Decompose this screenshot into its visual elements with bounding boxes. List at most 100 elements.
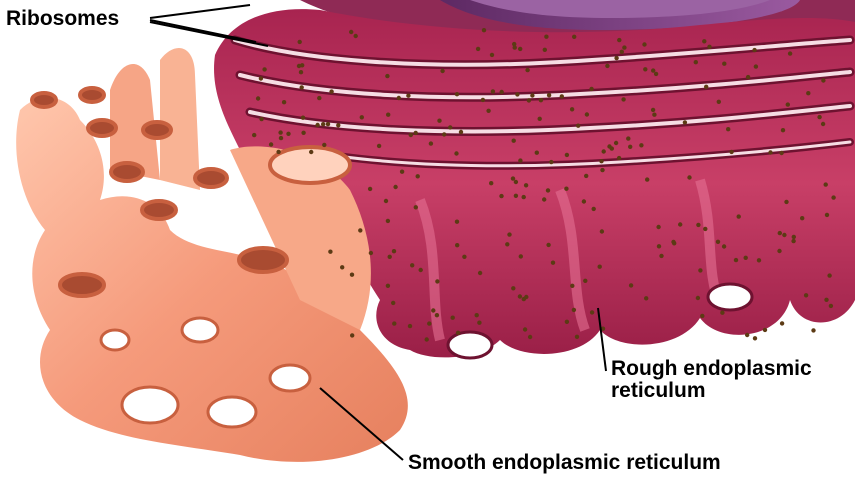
ribosome-dot	[831, 195, 835, 199]
ribosome-dot	[535, 151, 539, 155]
ribosome-dot	[435, 313, 439, 317]
ribosome-dot	[757, 258, 761, 262]
ribosome-dot	[614, 56, 618, 60]
ribosome-dot	[645, 177, 649, 181]
ribosome-dot	[804, 293, 808, 297]
ribosome-dot	[440, 69, 444, 73]
ribosome-dot	[322, 143, 326, 147]
ribosome-dot	[475, 313, 479, 317]
ribosome-dot	[671, 240, 675, 244]
ribosome-dot	[622, 45, 626, 49]
ribosome-dot	[384, 199, 388, 203]
ribosomes-leader-line-1	[150, 5, 250, 18]
ribosome-dot	[546, 243, 550, 247]
ribosome-dot	[560, 94, 564, 98]
ribosome-dot	[696, 223, 700, 227]
smooth-er-label: Smooth endoplasmic reticulum	[408, 452, 721, 474]
ribosome-dot	[547, 93, 551, 97]
ribosome-dot	[543, 48, 547, 52]
ribosome-dot	[252, 133, 256, 137]
ribosome-dot	[716, 240, 720, 244]
ribosome-dot	[538, 117, 542, 121]
ribosome-dot	[256, 96, 260, 100]
ribosome-dot	[435, 279, 439, 283]
ribosome-dot	[737, 214, 741, 218]
ribosome-dot	[565, 153, 569, 157]
ribosome-dot	[519, 254, 523, 258]
ribosome-dot	[786, 102, 790, 106]
ribosome-dot	[617, 156, 621, 160]
ribosome-dot	[752, 48, 756, 52]
ribosome-dot	[425, 337, 429, 341]
ribosome-dot	[683, 120, 687, 124]
ribosome-dot	[315, 123, 319, 127]
ribosome-dot	[584, 174, 588, 178]
ribosome-dot	[592, 207, 596, 211]
ribosome-dot	[753, 336, 757, 340]
ribosome-dot	[763, 328, 767, 332]
ribosome-dot	[409, 133, 413, 137]
ribosome-dot	[576, 124, 580, 128]
ribosome-dot	[602, 149, 606, 153]
ribosome-dot	[628, 145, 632, 149]
ribosome-dot	[385, 74, 389, 78]
ribosome-dot	[657, 244, 661, 248]
ribosome-dot	[590, 310, 594, 314]
ribosome-dot	[455, 243, 459, 247]
ribosome-dot	[518, 47, 522, 51]
ribosome-dot	[726, 127, 730, 131]
ribosome-dot	[704, 85, 708, 89]
ribosome-dot	[326, 122, 330, 126]
ribosome-dot	[336, 123, 340, 127]
ribosome-dot	[654, 72, 658, 76]
ribosome-dot	[564, 187, 568, 191]
ribosome-dot	[397, 96, 401, 100]
ribosome-dot	[505, 242, 509, 246]
ribosome-dot	[734, 258, 738, 262]
ribosome-dot	[360, 115, 364, 119]
ribosome-dot	[620, 50, 624, 54]
ribosome-dot	[358, 228, 362, 232]
ribosome-dot	[784, 200, 788, 204]
ribosome-dot	[600, 168, 604, 172]
ribosome-dot	[530, 93, 534, 97]
ribosome-dot	[643, 67, 647, 71]
ribosome-dot	[431, 308, 435, 312]
ribosome-dot	[513, 45, 517, 49]
ribosome-dot	[651, 68, 655, 72]
ribosome-dot	[696, 296, 700, 300]
ribosome-dot	[605, 64, 609, 68]
ribosome-dot	[269, 142, 273, 146]
rough-er-label-line-2: reticulum	[611, 380, 812, 402]
ribosome-dot	[286, 132, 290, 136]
ribosome-dot	[700, 314, 704, 318]
ribosome-dot	[585, 112, 589, 116]
rough-er-label-line-1: Rough endoplasmic	[611, 358, 812, 380]
ribosome-dot	[720, 311, 724, 315]
ribosome-dot	[523, 327, 527, 331]
ribosome-dot	[317, 96, 321, 100]
ribosome-dot	[800, 216, 804, 220]
ribosome-dot	[651, 108, 655, 112]
ribosome-dot	[391, 301, 395, 305]
ribosome-dot	[406, 94, 410, 98]
ribosome-dot	[455, 92, 459, 96]
ribosome-dot	[388, 255, 392, 259]
ribosome-dot	[437, 119, 441, 123]
ribosome-dot	[722, 62, 726, 66]
ribosome-dot	[393, 185, 397, 189]
ribosome-dot	[575, 335, 579, 339]
ribosome-dot	[369, 251, 373, 255]
ribosome-dot	[329, 89, 333, 93]
ribosome-dot	[707, 45, 711, 49]
ribosome-dot	[392, 321, 396, 325]
ribosome-dot	[607, 144, 611, 148]
ribosome-dot	[301, 116, 305, 120]
ribosome-dot	[477, 321, 481, 325]
ribosome-dot	[656, 225, 660, 229]
rough-er-label: Rough endoplasmic reticulum	[611, 358, 812, 402]
ribosome-dot	[582, 199, 586, 203]
ribosomes-label: Ribosomes	[6, 8, 119, 30]
ribosome-dot	[821, 78, 825, 82]
